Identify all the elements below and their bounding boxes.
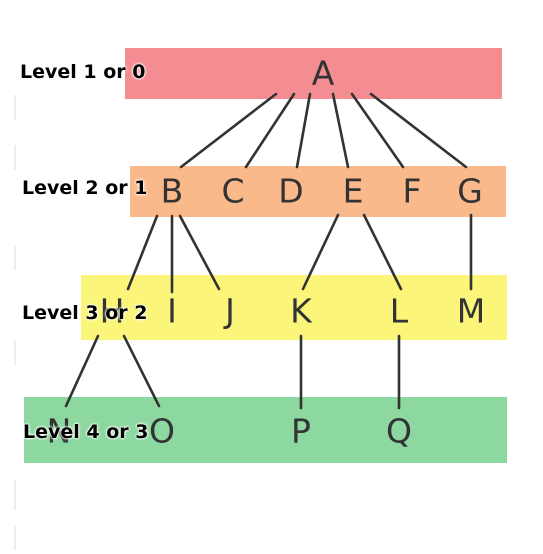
level-1-label: Level 1 or 0: [20, 61, 146, 83]
node-m: M: [457, 292, 485, 331]
level-1-band: [125, 48, 502, 99]
node-e: E: [343, 172, 364, 211]
left-margin-mark: [14, 340, 16, 365]
level-2-band: [130, 166, 506, 217]
node-p: P: [291, 412, 311, 451]
edge-a-g: [369, 92, 468, 169]
edge-h-o: [122, 334, 161, 408]
level-3-band: [81, 275, 507, 340]
node-j: J: [223, 292, 235, 331]
left-margin-mark: [14, 480, 16, 510]
left-margin-mark: [14, 145, 16, 170]
tree-edges: [64, 92, 473, 410]
node-a: A: [312, 54, 335, 93]
node-h: H: [100, 292, 125, 331]
level-3-label: Level 3 or 2: [22, 302, 148, 324]
node-f: F: [403, 172, 422, 211]
node-d: D: [278, 172, 303, 211]
edge-b-h: [126, 214, 159, 291]
edge-e-k: [301, 213, 340, 291]
node-o: O: [149, 412, 175, 451]
edge-e-l: [362, 213, 403, 291]
node-i: I: [167, 292, 177, 331]
edge-a-b: [179, 92, 278, 169]
edge-h-n: [64, 334, 100, 408]
node-b: B: [161, 172, 184, 211]
left-margin-mark: [14, 95, 16, 120]
edge-a-c: [244, 92, 296, 169]
node-l: L: [390, 292, 409, 331]
level-4-label: Level 4 or 3: [23, 421, 149, 443]
level-2-label: Level 2 or 1: [22, 177, 148, 199]
level-4-band: [24, 397, 507, 463]
edge-a-d: [295, 92, 312, 169]
node-k: K: [290, 292, 313, 331]
node-c: C: [221, 172, 244, 211]
node-n: N: [47, 412, 72, 451]
left-margin-mark: [14, 245, 16, 270]
edge-a-f: [350, 92, 405, 169]
node-q: Q: [386, 412, 412, 451]
edge-a-e: [331, 92, 350, 169]
node-g: G: [457, 172, 483, 211]
left-margin-mark: [14, 525, 16, 550]
edge-b-j: [178, 214, 221, 291]
